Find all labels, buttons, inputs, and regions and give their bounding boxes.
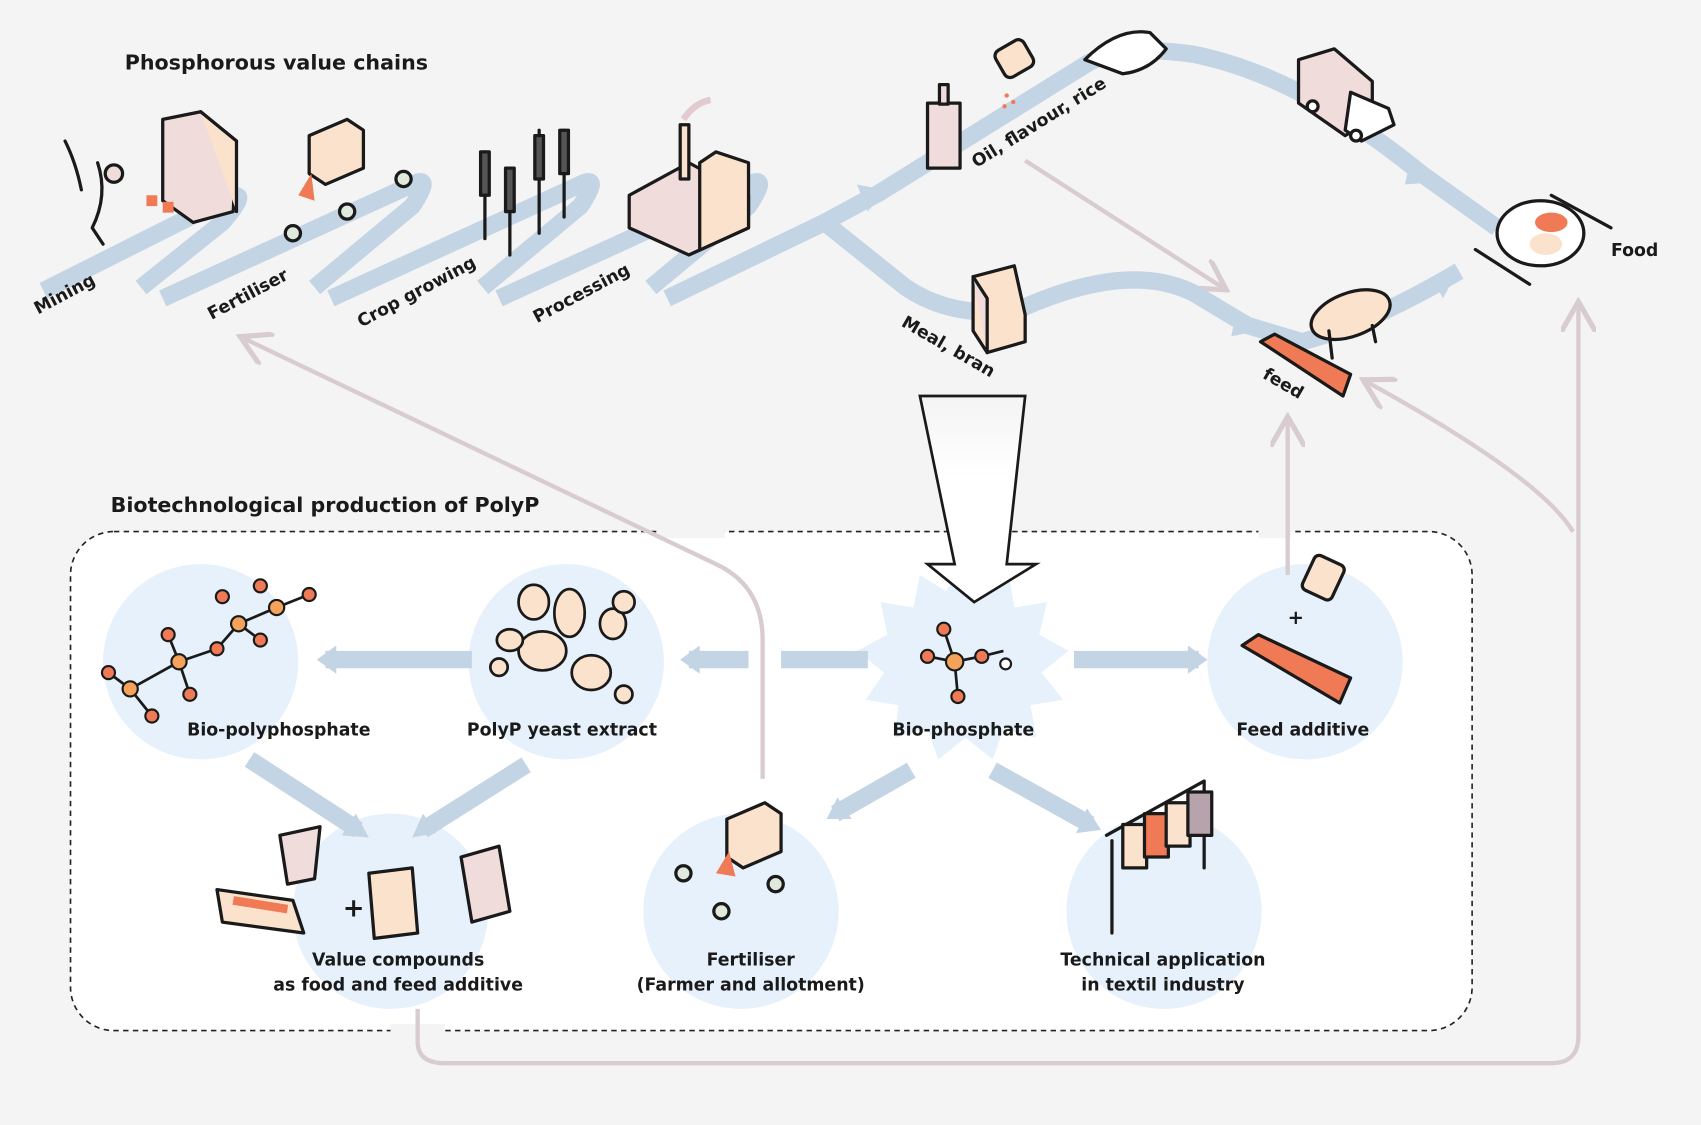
recycle-arrows	[244, 158, 1578, 1066]
label-food: Food	[1611, 241, 1658, 261]
label-bio-polyphosphate: Bio-polyphosphate	[187, 721, 370, 741]
wheat-icon	[478, 128, 571, 257]
truck-icon	[1296, 47, 1396, 143]
label-value-compounds-1: Value compounds	[312, 951, 484, 971]
pig-icon	[1309, 288, 1392, 360]
label-bio-phosphate: Bio-phosphate	[892, 721, 1034, 741]
title-value-chains: Phosphorous value chains	[125, 50, 428, 74]
node-circles	[103, 564, 1403, 1009]
svg-text:+: +	[343, 894, 365, 924]
flour-bag-icon	[971, 264, 1027, 355]
mining-icon	[63, 110, 239, 246]
feed-additive-icon: +	[1240, 553, 1353, 705]
title-biotech: Biotechnological production of PolyP	[111, 493, 540, 517]
label-feed: feed	[1259, 365, 1307, 404]
factory-icon	[627, 96, 751, 257]
oil-bottle-icon	[925, 83, 962, 170]
label-polyp-yeast-extract: PolyP yeast extract	[467, 721, 657, 741]
fertiliser-bag-icon	[283, 117, 413, 243]
flow-arrowheads	[316, 160, 1460, 838]
yeast-cells-icon	[488, 583, 636, 705]
phosphate-molecule-icon	[919, 621, 1013, 705]
plate-icon	[1473, 193, 1613, 286]
label-feed-additive: Feed additive	[1236, 721, 1369, 741]
bio-phosphate-arrow	[918, 394, 1041, 604]
feed-trough-icon	[1258, 332, 1353, 398]
svg-text:+: +	[1288, 606, 1304, 629]
label-fertiliser-2: (Farmer and allotment)	[637, 975, 865, 995]
label-technical-2: in textil industry	[1081, 975, 1244, 995]
rice-pile-icon	[1083, 30, 1168, 76]
salt-shaker-icon	[993, 38, 1036, 109]
clothing-rack-icon	[1104, 779, 1214, 935]
label-value-compounds-2: as food and feed additive	[273, 975, 523, 995]
label-technical-1: Technical application	[1060, 951, 1265, 971]
label-fertiliser-1: Fertiliser	[707, 951, 796, 971]
bio-polyphosphate-molecule-icon	[100, 578, 317, 724]
fertiliser-icon	[674, 801, 785, 921]
value-compounds-icon: +	[215, 825, 512, 941]
